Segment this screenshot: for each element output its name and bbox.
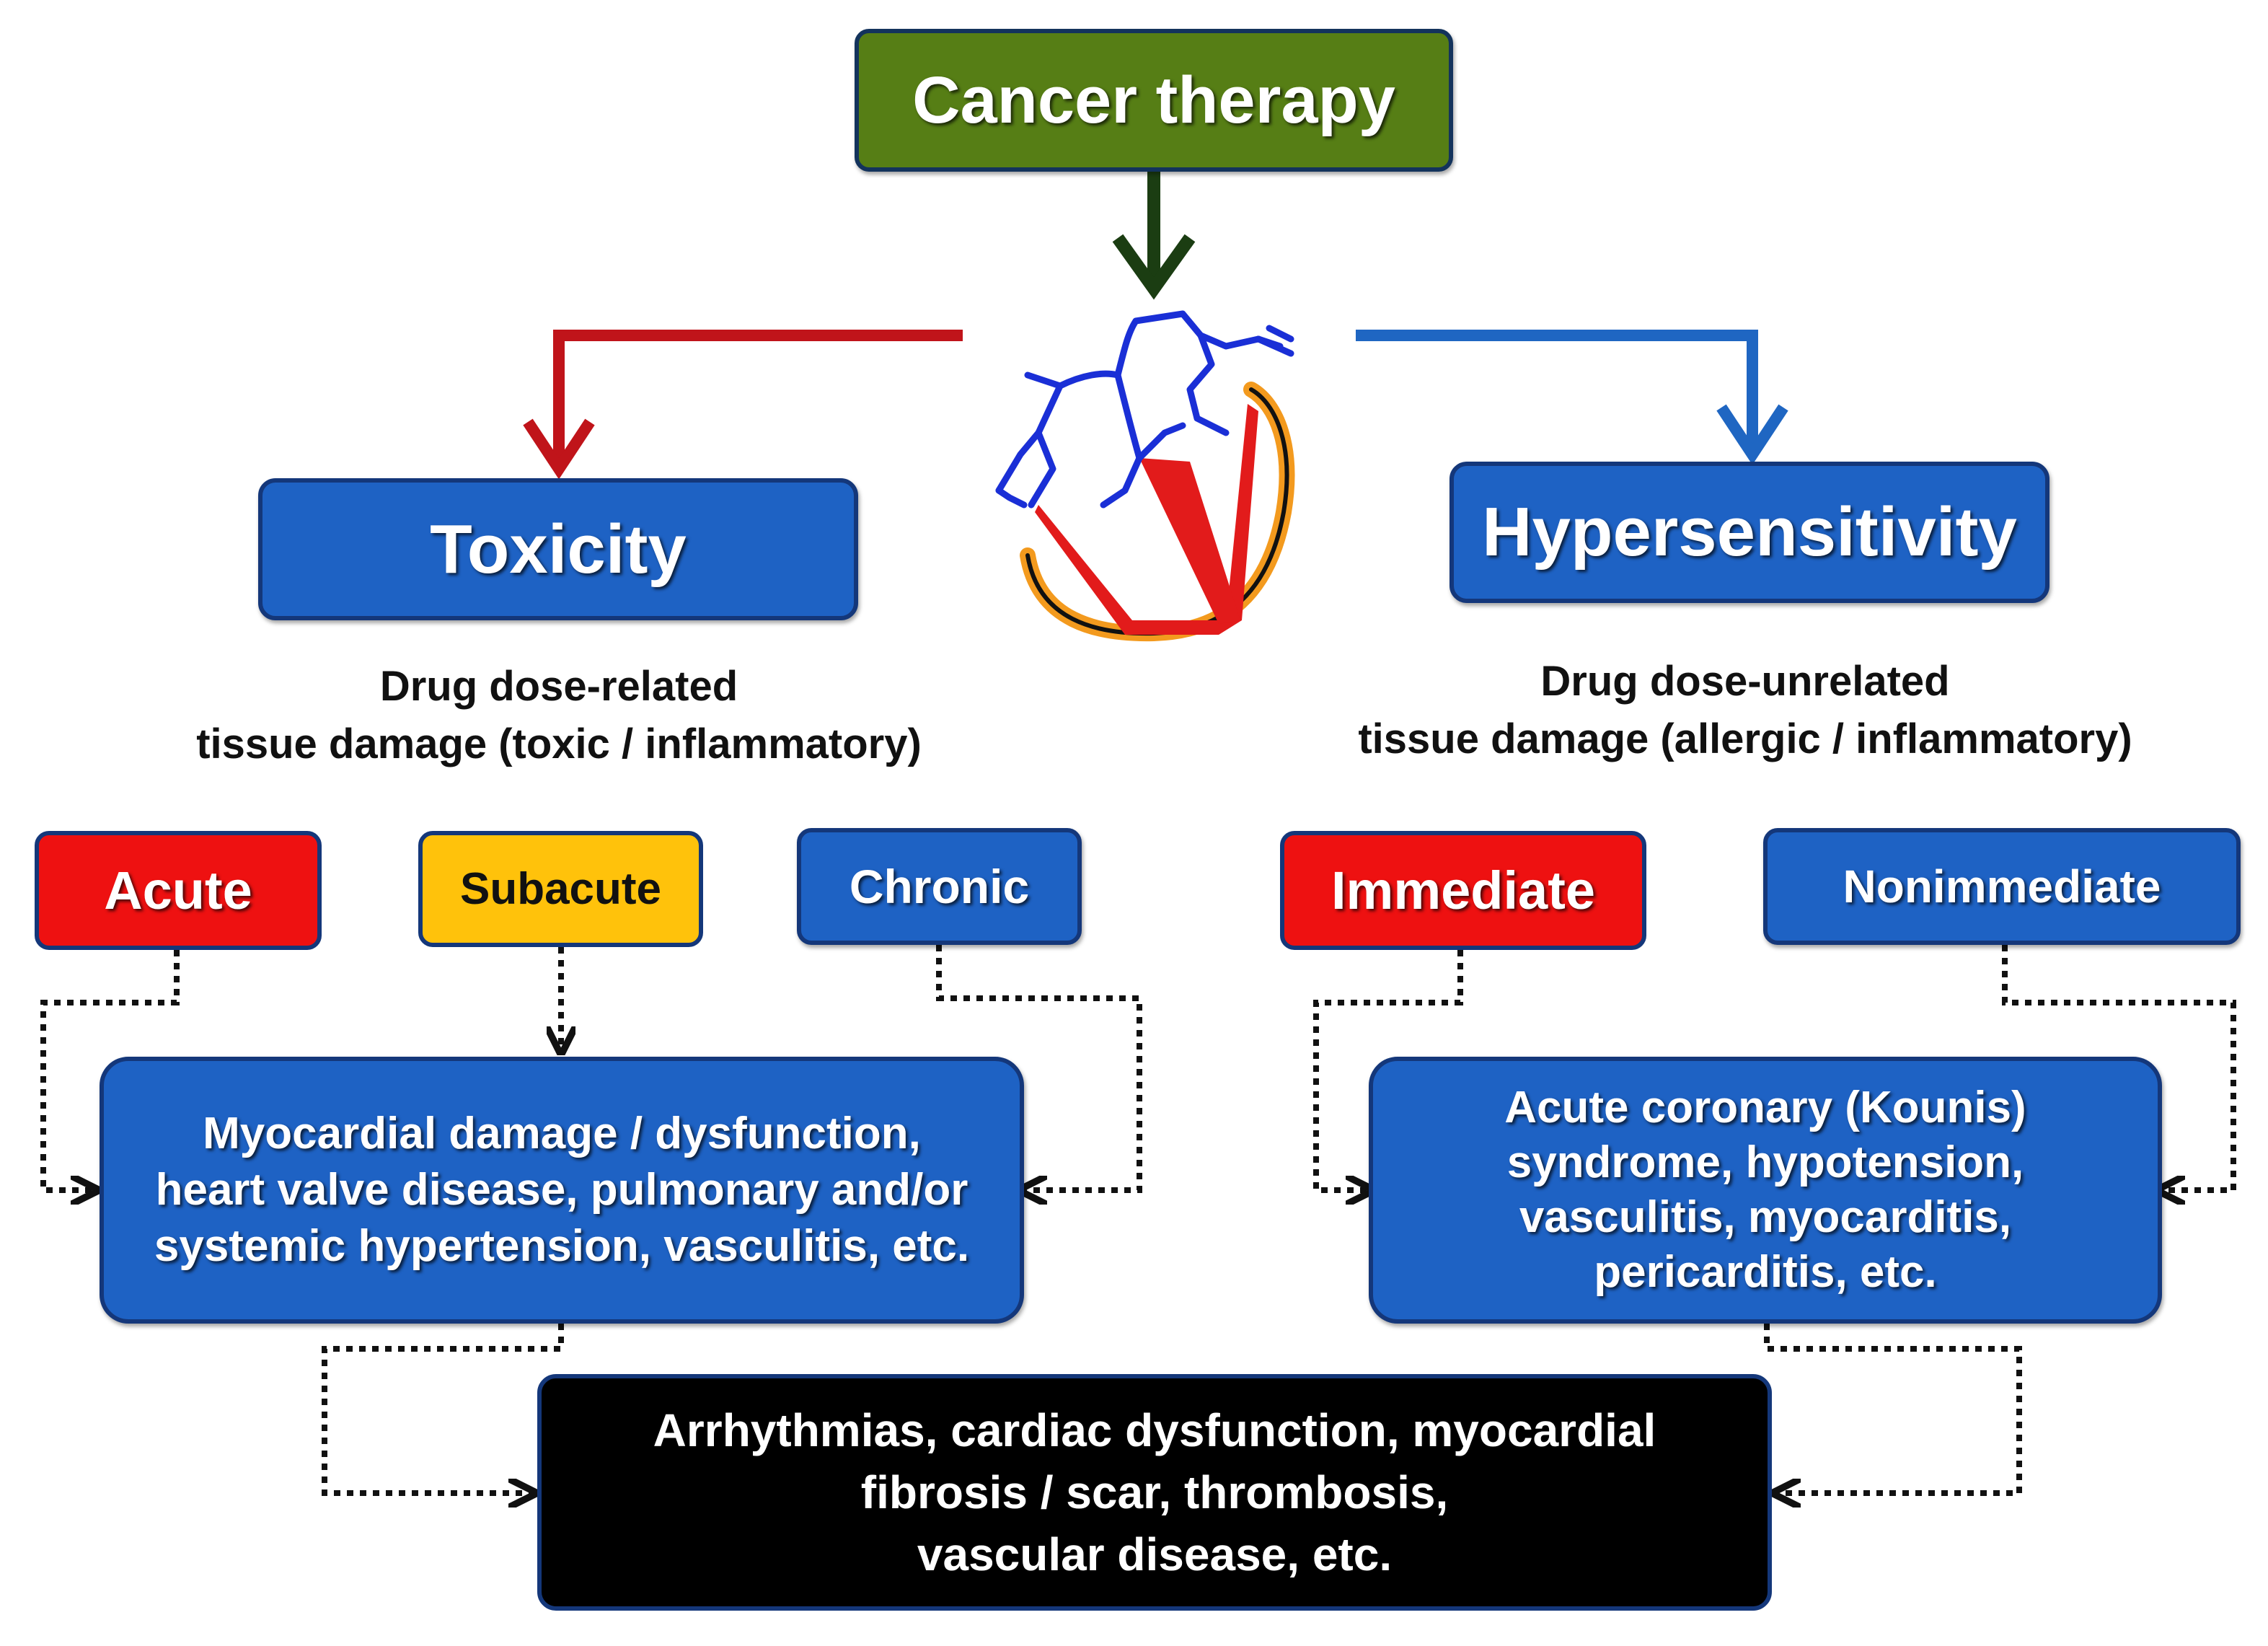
acute-box: Acute [35, 831, 322, 950]
toxicity-outcome-box: Myocardial damage / dysfunction, heart v… [100, 1057, 1024, 1324]
toxicity-arrow [523, 330, 963, 480]
connector-nonimmediate [2002, 945, 2236, 1190]
subacute-box: Subacute [418, 831, 703, 947]
hypersensitivity-description: Drug dose-unrelated tissue damage (aller… [1358, 658, 2132, 762]
heart-icon [995, 310, 1295, 642]
nonimmediate-box: Nonimmediate [1763, 828, 2241, 945]
connector-hypersensitivity-outcome [1764, 1324, 2022, 1493]
connector-immediate [1313, 950, 1463, 1190]
toxicity-description: Drug dose-related tissue damage (toxic /… [196, 663, 922, 767]
common-outcome-box: Arrhythmias, cardiac dysfunction, myocar… [537, 1374, 1772, 1611]
immediate-box: Immediate [1280, 831, 1646, 950]
connector-acute [40, 950, 180, 1190]
toxicity-box: Toxicity [258, 478, 858, 620]
hypersensitivity-arrow [1356, 330, 1788, 465]
chronic-box: Chronic [797, 828, 1082, 945]
hypersensitivity-box: Hypersensitivity [1450, 462, 2049, 603]
cancer-therapy-box: Cancer therapy [855, 29, 1453, 172]
connector-toxicity-outcome [322, 1324, 564, 1493]
connector-chronic [936, 945, 1142, 1190]
hypersensitivity-outcome-box: Acute coronary (Kounis) syndrome, hypote… [1369, 1057, 2162, 1324]
therapy-arrow [1112, 172, 1196, 300]
